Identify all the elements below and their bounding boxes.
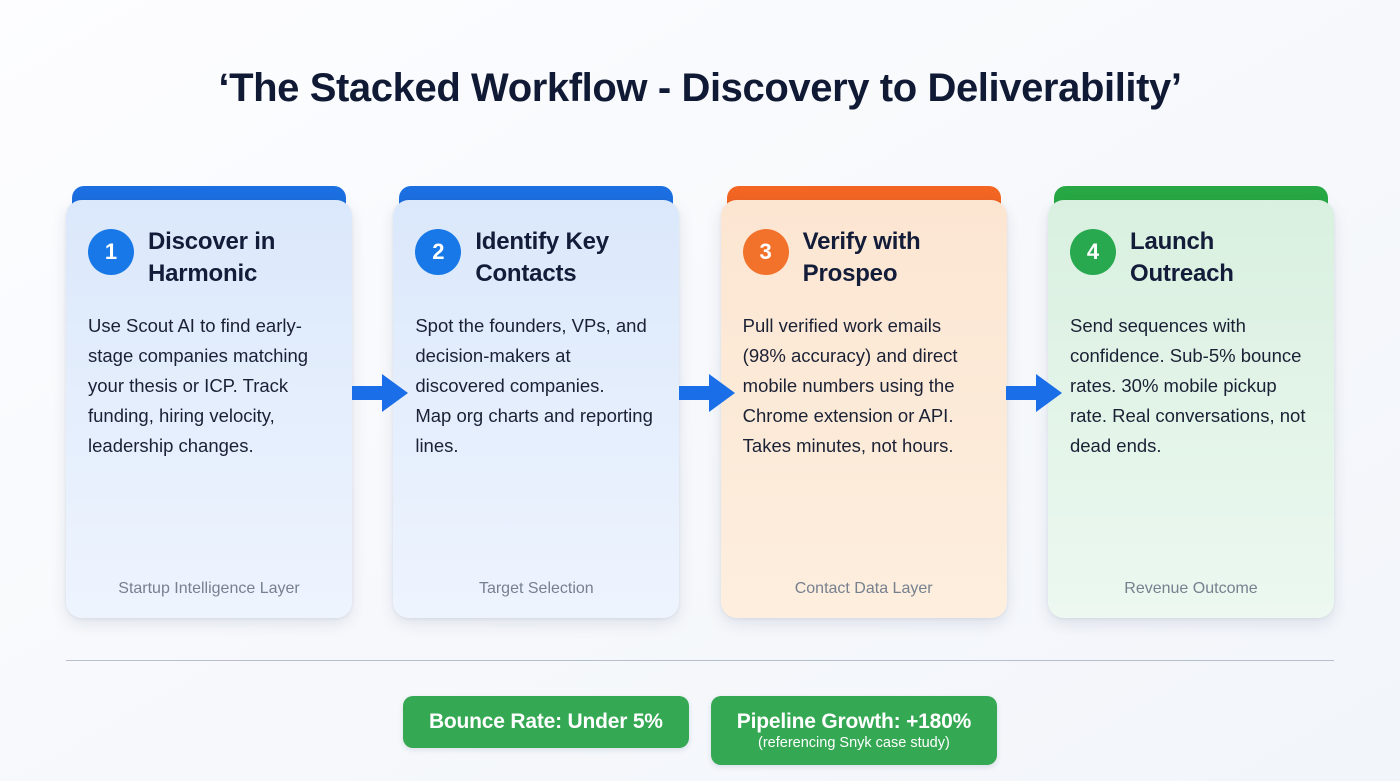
step-footer-label-4: Revenue Outcome	[1124, 580, 1258, 597]
step-description-4: Send sequences with confidence. Sub-5% b…	[1069, 314, 1306, 456]
step-description-1: Use Scout AI to find early-stage compani…	[88, 314, 309, 456]
metric-sublabel-pipeline-growth: (referencing Snyk case study)	[758, 735, 950, 751]
card-header-1: 1 Discover in Harmonic	[88, 226, 330, 291]
card-header-2: 2 Identify Key Contacts	[415, 226, 657, 291]
arrow-right-icon-step-3-to-4	[1006, 374, 1062, 412]
workflow-steps-row: 1 Discover in Harmonic Use Scout AI to f…	[66, 186, 1334, 618]
arrow-right-icon-step-2-to-3	[679, 374, 735, 412]
step-number-badge-1: 1	[88, 229, 134, 275]
step-title-2: Identify Key Contacts	[475, 228, 609, 288]
step-description-3: Pull verified work emails (98% accuracy)…	[742, 314, 958, 456]
card-surface-3: 3 Verify with Prospeo Pull verified work…	[720, 200, 1007, 618]
card-header-4: 4 Launch Outreach	[1069, 226, 1312, 291]
workflow-step-card-4: 4 Launch Outreach Send sequences with co…	[1047, 186, 1334, 618]
card-surface-2: 2 Identify Key Contacts Spot the founder…	[393, 200, 680, 618]
metric-badge-pipeline-growth: Pipeline Growth: +180% (referencing Snyk…	[710, 696, 998, 765]
workflow-step-card-3: 3 Verify with Prospeo Pull verified work…	[720, 186, 1007, 618]
step-number-badge-4: 4	[1069, 229, 1116, 275]
page-title: ‘The Stacked Workflow - Discovery to Del…	[218, 66, 1182, 110]
step-title-4: Launch Outreach	[1129, 228, 1234, 288]
step-footer-label-3: Contact Data Layer	[794, 580, 933, 597]
step-title-3: Verify with Prospeo	[802, 228, 921, 288]
card-surface-4: 4 Launch Outreach Send sequences with co…	[1047, 200, 1334, 618]
step-number-badge-2: 2	[415, 229, 462, 275]
step-number-badge-3: 3	[742, 229, 789, 275]
step-title-1: Discover in Harmonic	[148, 228, 276, 288]
step-footer-label-2: Target Selection	[478, 580, 594, 597]
step-description-2: Spot the founders, VPs, and decision-mak…	[415, 314, 653, 456]
arrow-right-icon-step-1-to-2	[352, 374, 408, 412]
card-surface-1: 1 Discover in Harmonic Use Scout AI to f…	[66, 200, 352, 618]
card-header-3: 3 Verify with Prospeo	[742, 226, 985, 291]
workflow-step-card-1: 1 Discover in Harmonic Use Scout AI to f…	[66, 186, 352, 618]
section-divider	[66, 660, 1334, 661]
workflow-step-card-2: 2 Identify Key Contacts Spot the founder…	[393, 186, 680, 618]
metric-label-bounce-rate: Bounce Rate: Under 5%	[428, 710, 663, 733]
metrics-row: Bounce Rate: Under 5% Pipeline Growth: +…	[0, 696, 1400, 765]
metric-badge-bounce-rate: Bounce Rate: Under 5%	[402, 696, 689, 748]
step-footer-label-1: Startup Intelligence Layer	[118, 580, 300, 597]
metric-label-pipeline-growth: Pipeline Growth: +180%	[736, 710, 972, 733]
